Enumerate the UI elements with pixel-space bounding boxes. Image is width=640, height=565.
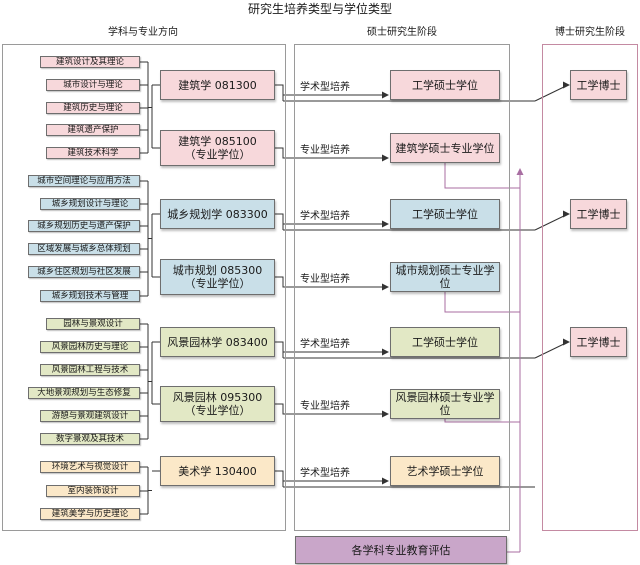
arrow-head	[382, 154, 389, 162]
arrow-head	[563, 210, 570, 218]
direction-box: 环境艺术与视觉设计	[40, 461, 140, 473]
master-panel	[294, 44, 510, 531]
direction-box: 城乡规划设计与理论	[40, 198, 140, 210]
doctor-degree-box: 工学博士	[570, 199, 627, 229]
program-name: 建筑学 085100	[178, 135, 257, 148]
degree-box: 艺术学硕士学位	[390, 456, 500, 486]
program-box: 城市规划 085300（专业学位）	[160, 259, 275, 295]
degree-name: 艺术学硕士学位	[406, 464, 484, 478]
direction-box: 风景园林工程与技术	[40, 364, 140, 376]
arrow-head	[382, 220, 389, 228]
column-header-discipline: 学科与专业方向	[108, 27, 178, 38]
connector-line	[534, 84, 569, 102]
doctor-degree-name: 工学博士	[576, 207, 621, 221]
arrow-head	[382, 348, 389, 356]
direction-box: 游憩与景观建筑设计	[40, 410, 140, 422]
degree-box: 工学硕士学位	[390, 70, 500, 100]
degree-name: 工学硕士学位	[412, 78, 478, 92]
direction-box: 室内装饰设计	[46, 485, 140, 497]
column-header-master: 硕士研究生阶段	[367, 27, 437, 38]
direction-box: 建筑美学与历史理论	[40, 508, 140, 520]
direction-box: 区域发展与城乡总体规划	[28, 243, 140, 255]
direction-box: 数字景观及其技术	[40, 433, 140, 445]
degree-box: 风景园林硕士专业学位	[390, 389, 500, 419]
direction-box: 城乡规划技术与管理	[40, 290, 140, 302]
connector-line	[275, 213, 382, 225]
connector-line	[275, 470, 382, 482]
doctor-panel	[542, 44, 638, 531]
direction-box: 建筑历史与理论	[46, 102, 140, 114]
degree-box: 工学硕士学位	[390, 199, 500, 229]
program-box: 美术学 130400	[160, 456, 275, 486]
doctor-degree-box: 工学博士	[570, 70, 627, 100]
program-name: 风景园林 095300	[172, 391, 263, 404]
connector-line	[534, 341, 569, 359]
direction-box: 建筑遗产保护	[46, 124, 140, 136]
arrow-head	[563, 81, 570, 89]
direction-box: 城市空间理论与应用方法	[28, 175, 140, 187]
program-sub: （专业学位）	[184, 277, 251, 290]
column-header-doctor: 博士研究生阶段	[555, 27, 625, 38]
degree-box: 建筑学硕士专业学位	[390, 133, 500, 163]
diagram-title: 研究生培养类型与学位类型	[247, 2, 392, 16]
connector-line	[275, 147, 382, 159]
doctor-degree-name: 工学博士	[576, 78, 621, 92]
track-label: 专业型培养	[300, 401, 350, 412]
program-box: 建筑学 081300	[160, 70, 275, 100]
connector-line	[444, 163, 520, 189]
arrow-head	[382, 410, 389, 418]
program-sub: （专业学位）	[184, 148, 251, 161]
connector-line	[275, 341, 382, 353]
evaluation-label: 各学科专业教育评估	[351, 543, 451, 557]
degree-name: 工学硕士学位	[412, 335, 478, 349]
connector-line	[444, 419, 520, 423]
track-label: 学术型培养	[300, 468, 350, 479]
direction-box: 城市设计与理论	[46, 79, 140, 91]
program-name: 建筑学 081300	[178, 78, 257, 92]
connector-line	[275, 84, 382, 96]
connector-line	[275, 276, 382, 288]
program-box: 风景园林 095300（专业学位）	[160, 386, 275, 422]
degree-box: 工学硕士学位	[390, 327, 500, 357]
degree-name: 工学硕士学位	[412, 207, 478, 221]
program-name: 美术学 130400	[178, 464, 257, 478]
track-label: 学术型培养	[300, 82, 350, 93]
degree-box: 城市规划硕士专业学位	[390, 262, 500, 292]
direction-box: 建筑技术科学	[46, 147, 140, 159]
direction-box: 风景园林历史与理论	[40, 341, 140, 353]
program-box: 风景园林学 083400	[160, 327, 275, 357]
connector-line	[534, 213, 569, 231]
degree-name: 城市规划硕士专业学位	[395, 264, 495, 290]
direction-box: 城乡住区规划与社区发展	[28, 266, 140, 278]
evaluation-box: 各学科专业教育评估	[295, 536, 507, 564]
direction-box: 城乡规划历史与遗产保护	[28, 220, 140, 232]
arrow-head	[382, 91, 389, 99]
program-name: 城市规划 085300	[172, 264, 263, 277]
arrow-head	[382, 283, 389, 291]
program-name: 城乡规划学 083300	[167, 207, 268, 221]
direction-box: 大地景观规划与生态修复	[28, 387, 140, 399]
connector-line	[275, 403, 382, 415]
doctor-degree-box: 工学博士	[570, 327, 627, 357]
degree-name: 建筑学硕士专业学位	[395, 141, 495, 155]
doctor-degree-name: 工学博士	[576, 335, 621, 349]
track-label: 专业型培养	[300, 274, 350, 285]
program-name: 风景园林学 083400	[167, 335, 268, 349]
program-sub: （专业学位）	[184, 404, 251, 417]
direction-box: 园林与景观设计	[46, 318, 140, 330]
degree-name: 风景园林硕士专业学位	[395, 391, 495, 417]
track-label: 学术型培养	[300, 211, 350, 222]
direction-box: 建筑设计及其理论	[40, 56, 140, 68]
track-label: 专业型培养	[300, 145, 350, 156]
track-label: 学术型培养	[300, 339, 350, 350]
arrow-head	[382, 477, 389, 485]
program-box: 城乡规划学 083300	[160, 199, 275, 229]
arrow-head	[516, 168, 524, 175]
discipline-panel	[2, 44, 286, 531]
arrow-head	[563, 338, 570, 346]
connector-line	[444, 292, 520, 313]
program-box: 建筑学 085100（专业学位）	[160, 130, 275, 166]
